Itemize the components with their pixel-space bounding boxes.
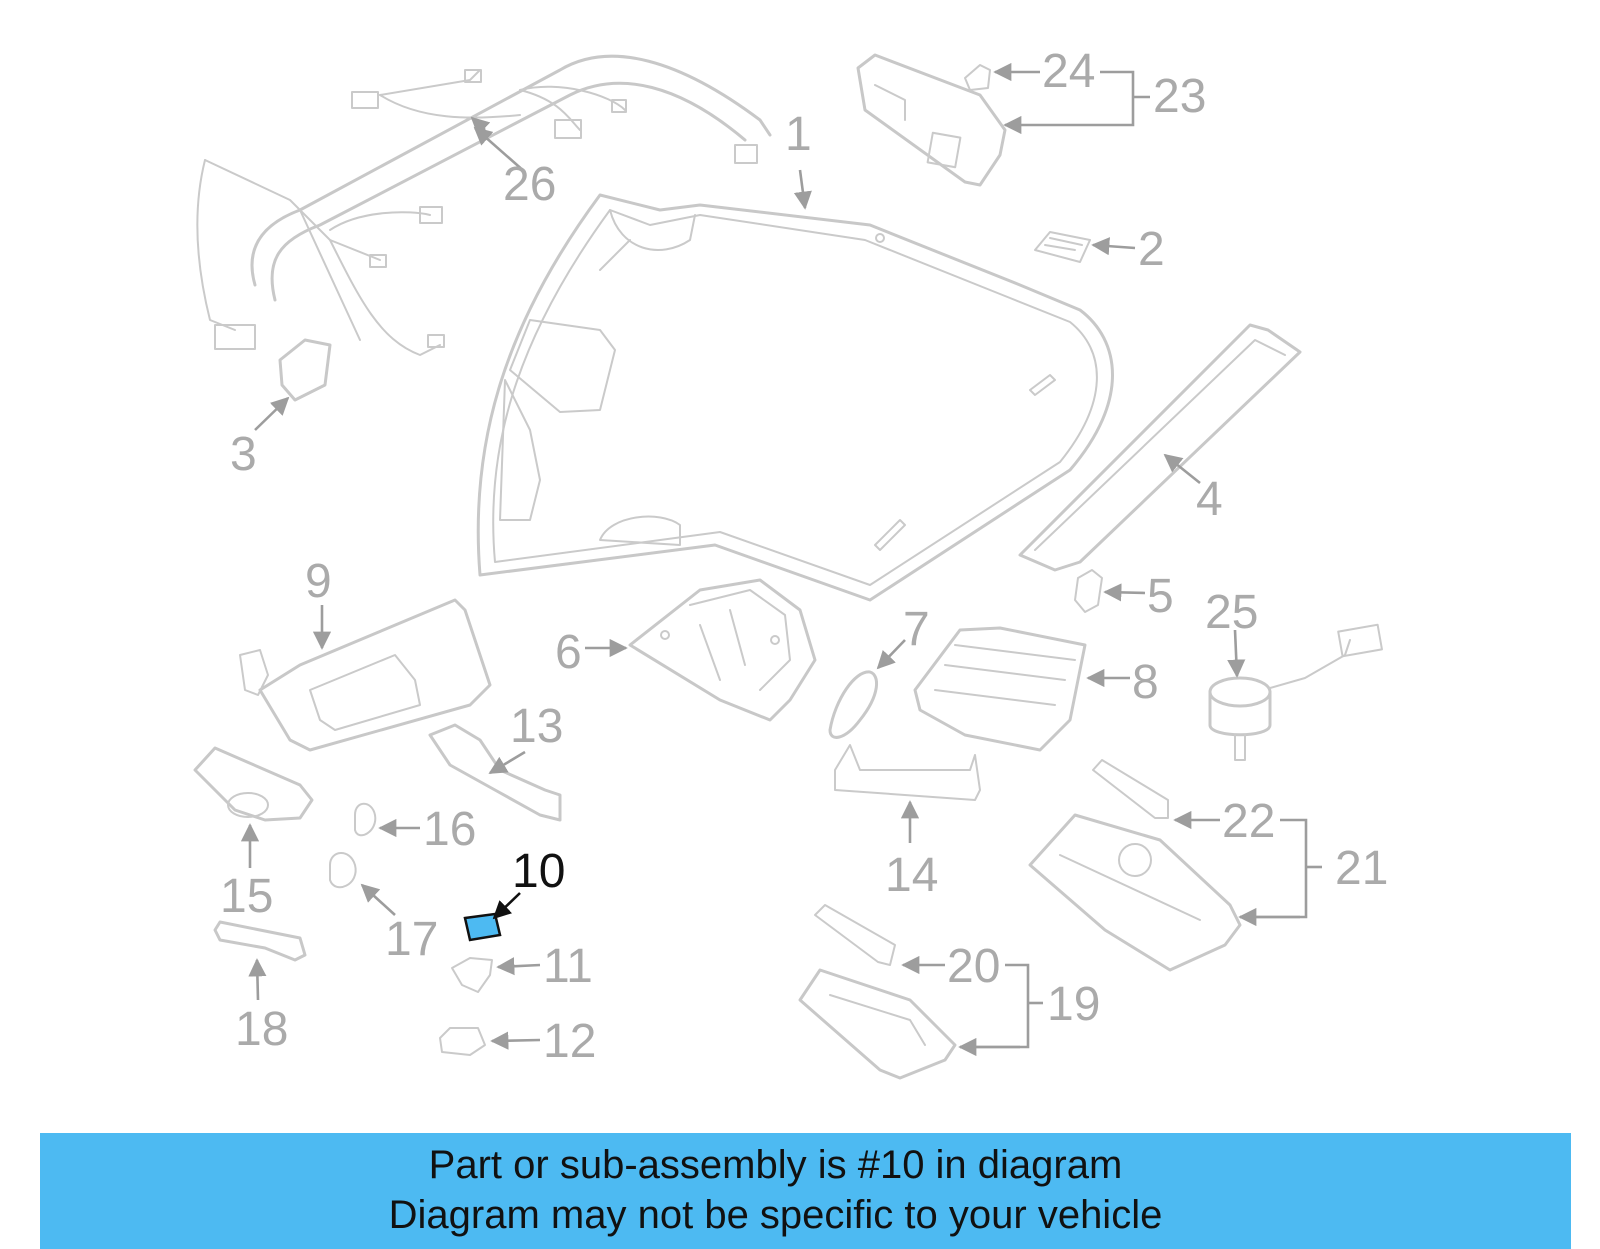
part-3-cover <box>278 338 332 402</box>
info-banner: Part or sub-assembly is #10 in diagram D… <box>40 1133 1571 1249</box>
part-10-highlighted <box>463 912 502 942</box>
part-18-handle <box>213 920 307 962</box>
callout-21: 21 <box>1335 842 1388 895</box>
callout-5: 5 <box>1147 570 1174 623</box>
part-11-clip <box>451 957 493 993</box>
part-21-dome-lamp <box>1028 813 1242 972</box>
part-4-pillar-trim <box>1018 323 1302 572</box>
part-17-cap <box>329 852 357 889</box>
callout-4: 4 <box>1196 473 1223 526</box>
callout-12: 12 <box>543 1015 596 1068</box>
callout-9: 9 <box>305 555 332 608</box>
part-9-sun-visor <box>239 598 492 752</box>
callout-16: 16 <box>423 803 476 856</box>
part-14-bracket <box>834 744 981 801</box>
callout-17: 17 <box>385 913 438 966</box>
part-19-lamp-assembly <box>798 968 957 1080</box>
callout-6: 6 <box>555 626 582 679</box>
callout-19: 19 <box>1047 978 1100 1031</box>
callout-26: 26 <box>503 158 556 211</box>
callout-23: 23 <box>1153 70 1206 123</box>
callout-13: 13 <box>510 700 563 753</box>
part-2-pad <box>1034 231 1091 263</box>
part-13-grab-handle <box>428 723 562 822</box>
part-6-console-housing <box>628 578 817 722</box>
callout-labels: 1 2 3 4 5 6 7 8 9 10 11 12 13 14 15 16 1… <box>220 45 1388 1068</box>
part-15-handle <box>193 746 314 822</box>
callout-1: 1 <box>785 108 812 161</box>
part-24-clip <box>964 64 991 91</box>
callout-10: 10 <box>512 845 565 898</box>
callout-22: 22 <box>1222 795 1275 848</box>
part-16-cap <box>354 802 377 837</box>
part-5-clip <box>1074 569 1103 613</box>
callout-25: 25 <box>1205 586 1258 639</box>
part-22-bulb <box>1092 759 1169 819</box>
part-8-tray <box>913 626 1087 752</box>
callout-20: 20 <box>947 940 1000 993</box>
callout-3: 3 <box>230 428 257 481</box>
banner-line-1: Part or sub-assembly is #10 in diagram <box>428 1143 1123 1187</box>
banner-line-2: Diagram may not be specific to your vehi… <box>388 1193 1163 1237</box>
part-23-microphone-housing <box>856 53 1007 187</box>
part-12-lamp <box>439 1027 486 1056</box>
callout-15: 15 <box>220 870 273 923</box>
part-1-headliner <box>476 193 1114 602</box>
callout-18: 18 <box>235 1003 288 1056</box>
part-26-wiring-harness <box>196 54 772 356</box>
callout-14: 14 <box>885 849 938 902</box>
callout-11: 11 <box>543 940 593 993</box>
callout-8: 8 <box>1132 656 1159 709</box>
part-7-seal <box>828 670 879 739</box>
callout-2: 2 <box>1138 223 1165 276</box>
callout-7: 7 <box>903 603 930 656</box>
part-25-sensor <box>1208 623 1383 761</box>
part-20-bulb <box>814 904 896 966</box>
leader-10 <box>492 892 521 920</box>
leader-lines <box>240 62 1322 1057</box>
callout-24: 24 <box>1042 45 1095 98</box>
